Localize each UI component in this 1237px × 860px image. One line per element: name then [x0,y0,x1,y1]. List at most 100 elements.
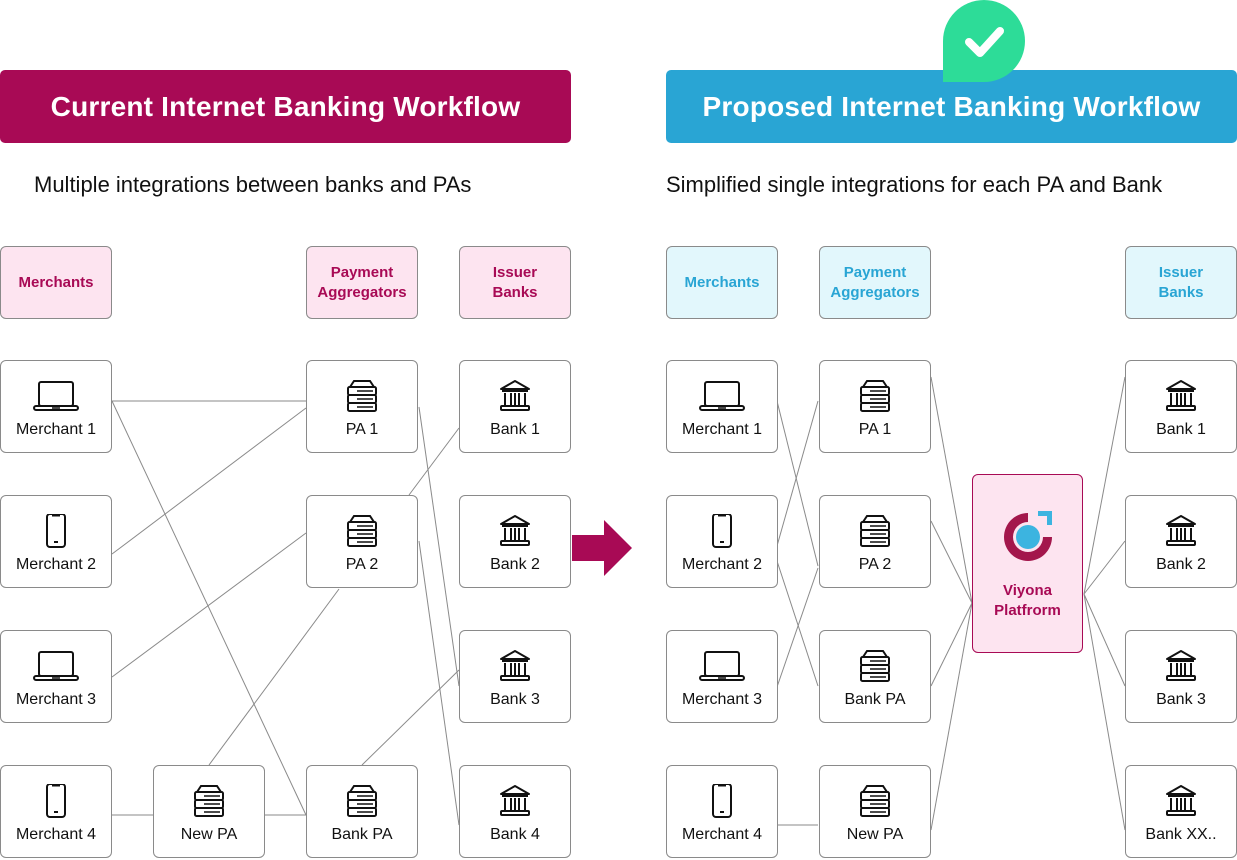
current-workflow-subtitle: Multiple integrations between banks and … [34,172,472,197]
proposed-bank-3: Bank 3 [1125,630,1237,723]
proposed-merchant-2: Merchant 2 [666,495,778,588]
node-label: Bank PA [331,825,393,843]
connection-line [1083,593,1126,831]
bank-icon [1158,379,1204,413]
bank-icon [492,784,538,818]
node-label: Bank 1 [1156,420,1206,438]
proposed-new-pa: New PA [819,765,931,858]
current-merchant-3: Merchant 3 [0,630,112,723]
connection-line [208,588,340,766]
node-label: Merchant 3 [681,690,763,708]
current-merchant-4: Merchant 4 [0,765,112,858]
node-label: Merchant 3 [15,690,97,708]
node-label: Merchant 1 [15,420,97,438]
server-icon [852,514,898,548]
node-label: Bank XX.. [1145,825,1217,843]
current-bank-1: Bank 1 [459,360,571,453]
bank-icon [492,379,538,413]
current-merchant-2: Merchant 2 [0,495,112,588]
connection-line [418,406,460,687]
server-icon [852,649,898,683]
connection-line [418,540,460,826]
proposed-bank-xx: Bank XX.. [1125,765,1237,858]
proposed-pa-2: PA 2 [819,495,931,588]
server-icon [186,784,232,818]
bank-icon [1158,514,1204,548]
connection-line [111,532,307,678]
proposed-merchant-4: Merchant 4 [666,765,778,858]
proposed-bank-pa: Bank PA [819,630,931,723]
connection-line [111,407,307,555]
laptop-icon [33,649,79,683]
server-icon [339,514,385,548]
proposed-workflow-title: Proposed Internet Banking Workflow [666,70,1237,143]
platform-label: Viyona Platfrorm [994,582,1061,619]
node-label: Bank 3 [490,690,540,708]
proposed-workflow-subtitle: Simplified single integrations for each … [666,172,1163,197]
current-pa-1: PA 1 [306,360,418,453]
header-banks-proposed: Issuer Banks [1125,246,1237,319]
connection-line [1083,540,1126,595]
node-label: PA 2 [345,555,379,573]
node-label: Bank 4 [490,825,540,843]
header-merchants-proposed: Merchants [666,246,778,319]
connection-line [776,567,819,688]
node-label: New PA [180,825,238,843]
node-label: Bank PA [844,690,906,708]
connection-line [776,400,819,547]
current-bank-3: Bank 3 [459,630,571,723]
phone-icon [33,784,79,818]
node-label: Merchant 4 [681,825,763,843]
node-label: New PA [846,825,904,843]
viyona-platform: Viyona Platfrorm [972,474,1083,653]
connection-line [930,376,973,604]
proposed-merchant-1: Merchant 1 [666,360,778,453]
header-aggregators-current: Payment Aggregators [306,246,418,319]
server-icon [852,784,898,818]
connection-line [930,520,973,604]
current-merchant-1: Merchant 1 [0,360,112,453]
connection-line [776,400,819,567]
node-label: PA 1 [858,420,892,438]
header-merchants-current: Merchants [0,246,112,319]
current-bank-4: Bank 4 [459,765,571,858]
node-label: Merchant 2 [15,555,97,573]
node-label: Merchant 1 [681,420,763,438]
node-label: Bank 2 [1156,555,1206,573]
bank-icon [492,514,538,548]
connection-line [361,669,460,766]
phone-icon [699,784,745,818]
bank-icon [1158,784,1204,818]
server-icon [339,784,385,818]
proposed-bank-2: Bank 2 [1125,495,1237,588]
phone-icon [33,514,79,548]
current-bank-pa: Bank PA [306,765,418,858]
node-label: Bank 1 [490,420,540,438]
current-new-pa: New PA [153,765,265,858]
connection-line [930,602,973,831]
laptop-icon [699,379,745,413]
connection-line [776,560,819,687]
proposed-merchant-3: Merchant 3 [666,630,778,723]
server-icon [852,379,898,413]
laptop-icon [699,649,745,683]
connection-line [1083,376,1126,595]
header-banks-current: Issuer Banks [459,246,571,319]
viyona-logo-icon [1003,511,1052,561]
current-bank-2: Bank 2 [459,495,571,588]
header-aggregators-proposed: Payment Aggregators [819,246,931,319]
proposed-bank-1: Bank 1 [1125,360,1237,453]
connection-line [1083,593,1126,687]
arrow-right-icon [572,520,632,576]
checkmark-icon [943,0,1025,82]
server-icon [339,379,385,413]
node-label: PA 2 [858,555,892,573]
node-label: Bank 3 [1156,690,1206,708]
current-workflow-title: Current Internet Banking Workflow [0,70,571,143]
connection-line [111,400,307,816]
node-label: PA 1 [345,420,379,438]
laptop-icon [33,379,79,413]
node-label: Bank 2 [490,555,540,573]
phone-icon [699,514,745,548]
current-pa-2: PA 2 [306,495,418,588]
